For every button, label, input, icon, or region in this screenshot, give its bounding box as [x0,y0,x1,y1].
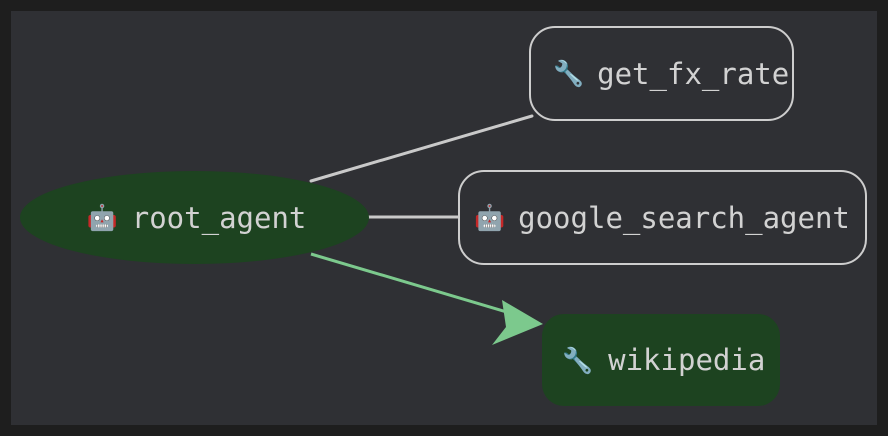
wrench-icon: 🔧 [553,59,585,88]
node-get-fx-rate-label: get_fx_rate [597,56,790,91]
node-get-fx-rate[interactable]: 🔧 get_fx_rate [529,26,794,121]
node-wikipedia[interactable]: 🔧 wikipedia [542,314,780,406]
node-google-search-agent[interactable]: 🤖 google_search_agent [458,170,867,265]
node-root-agent-label: root_agent [131,200,307,235]
node-google-search-agent-label: google_search_agent [518,200,850,235]
robot-icon: 🤖 [474,203,506,232]
node-wikipedia-label: wikipedia [608,343,766,377]
node-root-agent[interactable]: 🤖 root_agent [20,171,369,264]
wrench-icon: 🔧 [562,345,594,375]
robot-icon: 🤖 [86,203,118,232]
